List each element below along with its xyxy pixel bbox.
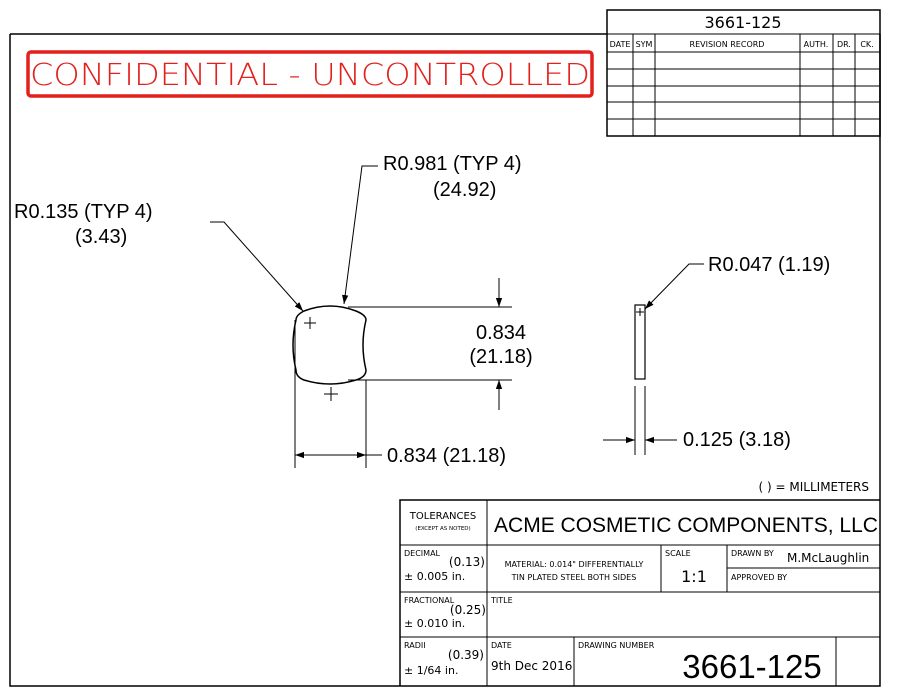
- drawing-number-label: DRAWING NUMBER: [578, 641, 655, 650]
- thickness-label: 0.125 (3.18): [683, 429, 791, 451]
- edge-radius-label: R0.047 (1.19): [708, 254, 830, 276]
- corner-radius-mm: (3.43): [75, 226, 127, 248]
- drawn-by-label: DRAWN BY: [731, 549, 774, 558]
- side-radius-label: R0.981 (TYP 4): [383, 153, 522, 175]
- material-line1: MATERIAL: 0.014" DIFFERENTIALLY: [505, 560, 644, 569]
- confidential-text: CONFIDENTIAL - UNCONTROLLED: [30, 58, 590, 93]
- revision-drawing-number: 3661-125: [704, 13, 781, 32]
- side-radius-callout: R0.981 (TYP 4) (24.92): [342, 153, 522, 305]
- side-radius-mm: (24.92): [433, 179, 496, 201]
- date-value: 9th Dec 2016: [491, 659, 572, 673]
- side-profile: [634, 304, 646, 380]
- width-dimension: 0.834 (21.18): [294, 320, 506, 468]
- revision-block: 3661-125 DATE SYM REVISION RECORD AUTH. …: [606, 9, 881, 137]
- rev-header-revision-record: REVISION RECORD: [690, 40, 765, 49]
- rev-header-dr: DR.: [837, 40, 851, 49]
- tolerances-sub: (EXCEPT AS NOTED): [415, 526, 470, 532]
- date-label: DATE: [491, 641, 512, 650]
- fractional-value: ± 0.010 in.: [404, 617, 465, 630]
- confidential-banner: CONFIDENTIAL - UNCONTROLLED: [26, 50, 594, 98]
- rev-header-auth: AUTH.: [804, 40, 829, 49]
- rev-header-ck: CK.: [860, 40, 873, 49]
- corner-radius-callout: R0.135 (TYP 4) (3.43): [14, 201, 304, 312]
- part-outline: [292, 305, 367, 385]
- part-side-view: R0.047 (1.19) 0.125 (3.18): [603, 254, 830, 455]
- radii-label: RADII: [404, 641, 426, 650]
- decimal-label: DECIMAL: [404, 549, 441, 558]
- decimal-value: ± 0.005 in.: [404, 570, 465, 583]
- radii-mm: (0.39): [448, 648, 484, 662]
- sheet-border: [9, 33, 881, 687]
- height-mm: (21.18): [469, 346, 532, 368]
- part-front-view: [292, 305, 367, 401]
- fractional-label: FRACTIONAL: [404, 596, 455, 605]
- tolerances-label: TOLERANCES: [409, 511, 476, 522]
- width-value: 0.834 (21.18): [387, 445, 506, 467]
- units-note: ( ) = MILLIMETERS: [759, 480, 869, 494]
- rev-header-sym: SYM: [636, 40, 653, 49]
- drawn-by-value: M.McLaughlin: [787, 551, 869, 565]
- approved-by-label: APPROVED BY: [731, 573, 787, 582]
- rev-header-date: DATE: [610, 40, 631, 49]
- corner-radius-label: R0.135 (TYP 4): [14, 201, 153, 223]
- material-line2: TIN PLATED STEEL BOTH SIDES: [511, 573, 637, 582]
- height-value: 0.834: [476, 322, 526, 344]
- scale-value: 1:1: [681, 567, 707, 586]
- drawing-number: 3661-125: [682, 648, 821, 685]
- fractional-mm: (0.25): [450, 603, 486, 617]
- radii-value: ± 1/64 in.: [404, 664, 458, 677]
- height-dimension: 0.834 (21.18): [348, 278, 533, 410]
- title-block: TOLERANCES (EXCEPT AS NOTED) ACME COSMET…: [399, 499, 880, 686]
- scale-label: SCALE: [665, 549, 691, 558]
- decimal-mm: (0.13): [449, 555, 485, 569]
- company-name: ACME COSMETIC COMPONENTS, LLC: [494, 514, 878, 537]
- title-label: TITLE: [490, 596, 513, 605]
